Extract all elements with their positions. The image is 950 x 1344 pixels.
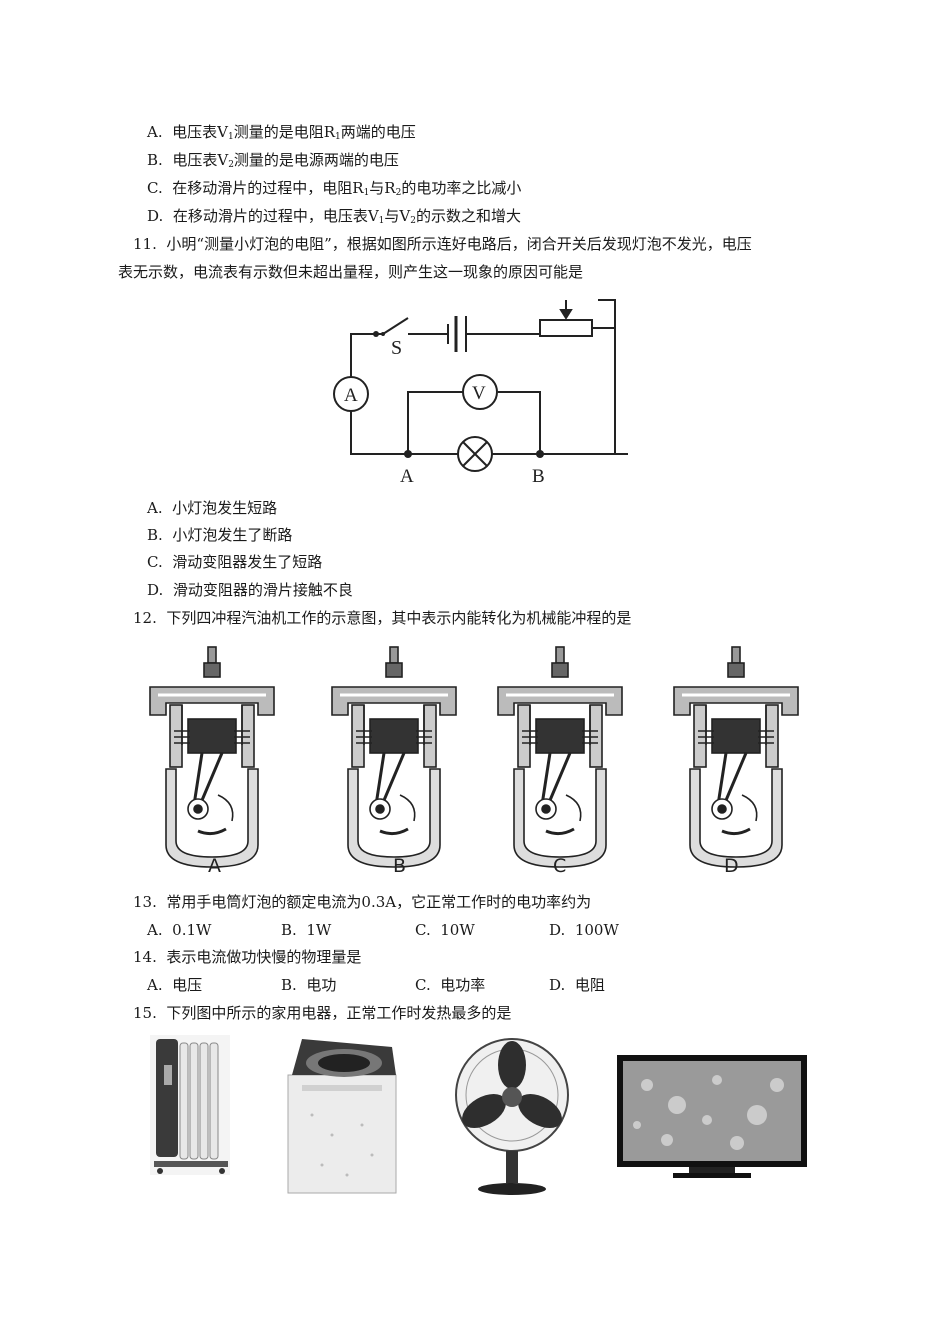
circuit-point-b-label: B — [532, 466, 545, 487]
q13-option-b: B. 1W — [281, 921, 332, 939]
electric-fan-image — [455, 1038, 569, 1195]
q13-stem: 13. 常用手电筒灯泡的额定电流为0.3A，它正常工作时的电功率约为 — [133, 893, 592, 911]
q13-option-d: D. 100W — [549, 921, 619, 939]
q12-engine-diagrams — [148, 645, 800, 869]
q14-stem: 14. 表示电流做功快慢的物理量是 — [133, 948, 362, 966]
q11-option-b: B. 小灯泡发生了断路 — [147, 526, 293, 544]
television-image — [617, 1055, 807, 1178]
q14-option-c: C. 电功率 — [415, 976, 486, 994]
q11-option-a: A. 小灯泡发生短路 — [147, 499, 278, 517]
q10-option-b: B. 电压表V2测量的是电源两端的电压 — [147, 151, 399, 170]
electric-heater-image — [150, 1035, 230, 1175]
circuit-voltmeter-label: V — [472, 383, 486, 404]
q13-option-c: C. 10W — [415, 921, 475, 939]
q10-option-d: D. 在移动滑片的过程中，电压表V1与V2的示数之和增大 — [147, 207, 521, 226]
q11-stem-line1: 11. 小明“测量小灯泡的电阻”，根据如图所示连好电路后，闭合开关后发现灯泡不发… — [133, 235, 752, 253]
engine-label-b: B — [393, 855, 407, 877]
circuit-ammeter-label: A — [344, 385, 358, 406]
circuit-point-a-label: A — [400, 466, 414, 487]
q14-option-b: B. 电功 — [281, 976, 337, 994]
circuit-switch-label: S — [391, 337, 402, 359]
washing-machine-image — [287, 1039, 397, 1194]
q11-stem-line2: 表无示数，电流表有示数但未超出量程，则产生这一现象的原因可能是 — [118, 263, 584, 281]
q14-option-a: A. 电压 — [147, 976, 203, 994]
engine-label-c: C — [553, 855, 567, 877]
engine-label-d: D — [724, 855, 739, 877]
q15-stem: 15. 下列图中所示的家用电器，正常工作时发热最多的是 — [133, 1004, 512, 1022]
q11-option-d: D. 滑动变阻器的滑片接触不良 — [147, 581, 353, 599]
engine-label-a: A — [208, 855, 221, 877]
q14-option-d: D. 电阻 — [549, 976, 605, 994]
q11-option-c: C. 滑动变阻器发生了短路 — [147, 553, 323, 571]
q11-circuit-diagram: S A V A B — [333, 299, 630, 487]
q13-option-a: A. 0.1W — [147, 921, 212, 939]
q10-option-c: C. 在移动滑片的过程中，电阻R1与R2的电功率之比减小 — [147, 179, 522, 198]
q12-stem: 12. 下列四冲程汽油机工作的示意图，其中表示内能转化为机械能冲程的是 — [133, 609, 632, 627]
q10-option-a: A. 电压表V1测量的是电阻R1两端的电压 — [147, 123, 416, 142]
